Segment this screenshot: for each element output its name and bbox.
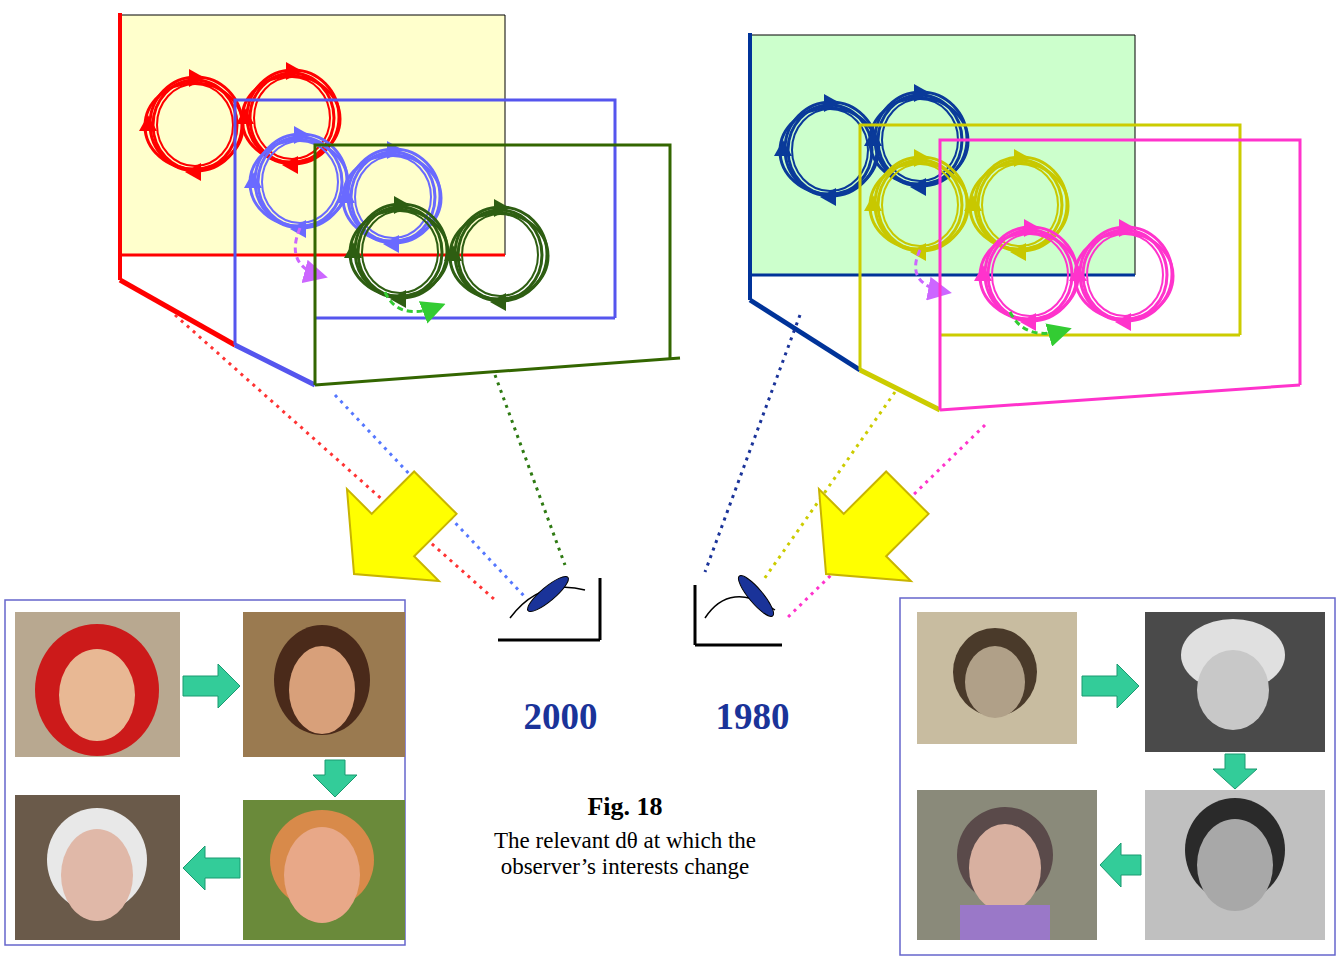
photo-face <box>1197 650 1269 730</box>
sequence-arrow <box>1100 843 1141 887</box>
blue-frame <box>315 317 615 320</box>
plane-stack-1980 <box>695 33 1300 645</box>
photo-face <box>289 646 355 734</box>
red-axis <box>120 280 235 345</box>
transition-arrow <box>385 292 440 312</box>
yellow-axis <box>860 370 940 410</box>
portrait-photo <box>1145 790 1325 940</box>
navy-axis <box>748 33 752 300</box>
photo-face <box>1197 819 1273 911</box>
sight-line <box>175 315 495 600</box>
photo-ground <box>1145 612 1325 752</box>
orbit-ring <box>964 149 1068 261</box>
orbit-ring <box>974 219 1078 331</box>
photo-face <box>969 824 1041 912</box>
portrait-photo <box>243 800 405 940</box>
green-plane <box>750 35 1135 275</box>
magenta-frame <box>940 385 1300 410</box>
yellow-frame <box>860 125 1240 370</box>
photo-ground <box>243 800 405 940</box>
yellow-plane <box>120 15 505 255</box>
photo-ground <box>15 612 180 757</box>
portrait-photo <box>917 612 1077 744</box>
photo-face <box>284 827 360 923</box>
portrait-photo <box>15 795 180 940</box>
figure-caption: The relevant dθ at which the observer’s … <box>450 828 800 881</box>
portrait-photo <box>1145 612 1325 752</box>
sequence-arrow <box>1082 664 1139 708</box>
panel-frame <box>5 600 405 945</box>
photo-ground <box>917 612 1077 744</box>
orbit-ring <box>864 149 968 261</box>
year-label: 1980 <box>690 696 815 739</box>
photo-hair <box>274 625 370 735</box>
observer-base <box>498 639 600 642</box>
sequence-arrow <box>1213 754 1257 789</box>
orbit-ring <box>344 196 448 308</box>
blue-frame <box>235 100 615 345</box>
transition-arrow <box>1010 312 1066 333</box>
sight-line <box>495 375 565 565</box>
photo-ground <box>917 790 1097 940</box>
photo-face <box>61 829 133 921</box>
orbit-ring <box>236 62 340 174</box>
orbit-ring <box>139 69 243 181</box>
observer-base <box>695 644 782 647</box>
photo-ground <box>1145 790 1325 940</box>
orbit-ring <box>444 199 548 311</box>
navy-axis <box>750 300 860 370</box>
photo-clothes <box>960 905 1050 940</box>
green-frame <box>315 358 680 385</box>
observer-eye <box>734 572 778 621</box>
observer-eye <box>524 572 573 616</box>
orbit-ring <box>774 94 878 206</box>
orbit-ring <box>244 126 348 238</box>
photo-panel-2000 <box>5 600 405 945</box>
observer-base <box>694 585 697 645</box>
sight-line <box>705 315 800 572</box>
figure-number: Fig. 18 <box>525 792 725 822</box>
year-label: 2000 <box>498 696 623 739</box>
photo-face <box>965 646 1025 718</box>
photo-panel-1980 <box>900 598 1335 955</box>
panel-frame <box>900 598 1335 955</box>
transition-arrow <box>295 228 322 276</box>
orbit-ring <box>1069 219 1173 331</box>
photo-ground <box>243 612 405 757</box>
block-arrow <box>780 447 953 620</box>
observer-base <box>599 578 602 640</box>
portrait-photo <box>15 612 180 757</box>
photo-hair <box>35 624 159 756</box>
green-frame <box>315 145 670 385</box>
sequence-arrow <box>183 846 240 890</box>
photo-ground <box>15 795 180 940</box>
portrait-photo <box>243 612 405 757</box>
magenta-frame <box>940 140 1300 410</box>
block-arrow <box>308 447 481 620</box>
yellow-frame <box>940 334 1240 337</box>
sequence-arrow <box>183 664 240 708</box>
sequence-arrow <box>313 760 357 797</box>
red-axis <box>118 13 122 280</box>
photo-face <box>59 649 135 741</box>
plane-stack-2000 <box>120 13 680 640</box>
portrait-photo <box>917 790 1097 940</box>
